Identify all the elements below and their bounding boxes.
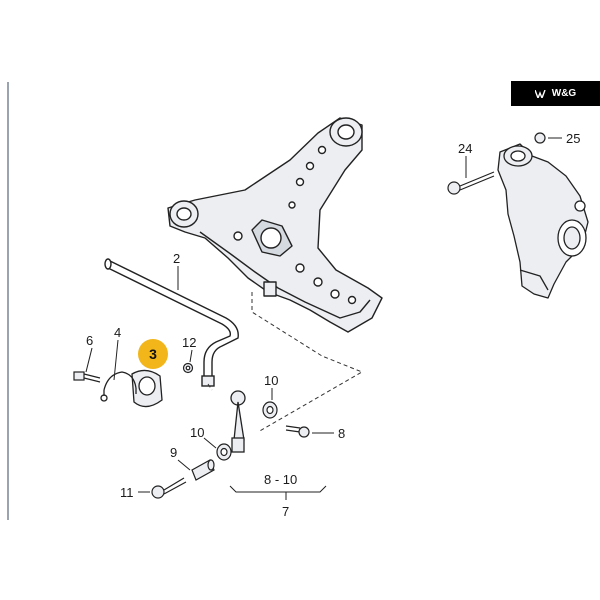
callout-12: 12 [182,335,197,350]
bolt-11 [151,477,187,499]
callout-9: 9 [170,445,178,460]
nut-25 [534,132,546,144]
bushing-part [131,369,163,408]
callout-24: 24 [458,141,473,156]
callout-2: 2 [173,251,181,266]
callout-7: 7 [282,504,290,519]
callout-10-lower: 10 [190,425,205,440]
callout-8: 8 [338,426,346,441]
bolt-8 [285,425,310,438]
top-blank-strip [0,0,600,80]
coupling-rod [230,390,246,453]
callout-3-highlighted: 3 [138,339,168,369]
sleeve-9 [191,459,215,481]
bolt-24 [447,171,495,195]
bottom-blank-strip [0,520,600,600]
stabilizer-bar [104,258,239,387]
bushing-10-upper [262,401,278,419]
clamp-part [100,371,137,402]
nut-12 [182,362,194,374]
callout-8-10: 8 - 10 [264,472,298,487]
callout-6: 6 [86,333,94,348]
callout-11: 11 [120,485,134,500]
logo-mark-icon [534,89,546,98]
bolt-6 [73,371,101,383]
leader-lines [85,137,562,500]
bushing-10-lower [216,443,232,461]
logo-text: W&G [551,88,577,99]
assembly-dashed-lines [207,292,364,433]
callout-25: 25 [566,131,581,146]
callout-10-upper: 10 [264,373,279,388]
control-arm [167,117,383,333]
callout-4: 4 [114,325,122,340]
brand-logo: W&G [511,81,600,106]
wheel-bearing-housing [497,143,589,299]
